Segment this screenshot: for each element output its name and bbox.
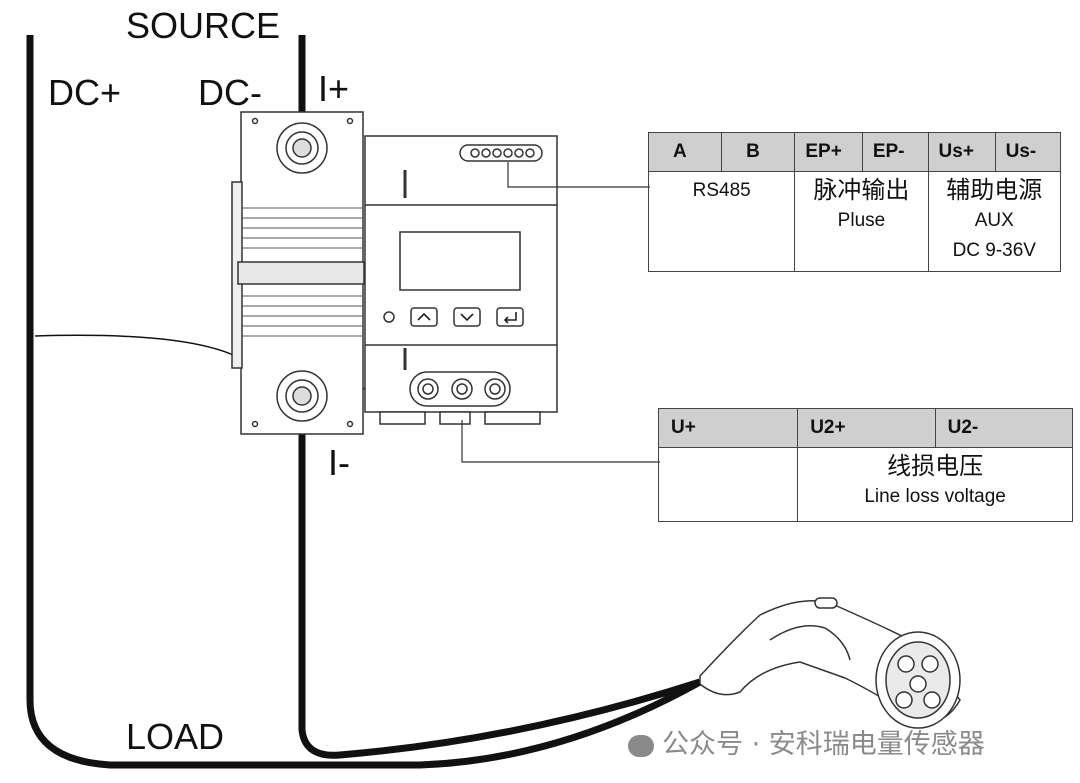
aux-cn-label: 辅助电源 (946, 177, 1043, 204)
watermark-text: 公众号 · 安科瑞电量传感器 (662, 729, 985, 760)
dc-minus-cable-load (298, 405, 702, 759)
dc-plus-label: DC+ (48, 72, 122, 113)
up-button (410, 307, 438, 327)
pulse-cell: 脉冲输出 Pluse (794, 171, 929, 272)
meter-button-icons (417, 312, 517, 324)
pulse-en-label: Pluse (837, 210, 886, 231)
charging-gun (699, 597, 961, 729)
enter-icon (503, 312, 517, 324)
header-u2-minus: U2- (934, 408, 1074, 448)
current-sensor (231, 111, 365, 435)
header-b: B (721, 132, 796, 172)
header-a: A (647, 132, 723, 172)
i-plus-label: I+ (318, 68, 350, 109)
leader-bottom (461, 420, 660, 463)
terminal-table-bottom: U+ U2+ U2- 线损电压 Line loss voltage (657, 408, 1074, 522)
header-ep-plus: EP+ (794, 132, 863, 172)
rs485-cell: RS485 (647, 171, 796, 272)
watermark: 公众号 · 安科瑞电量传感器 (628, 722, 985, 761)
u-plus-body (657, 447, 799, 522)
wechat-icon (628, 734, 654, 757)
header-u-plus: U+ (657, 408, 799, 448)
aux-cell: 辅助电源 AUX DC 9-36V (927, 171, 1062, 272)
meter-body (364, 135, 558, 425)
line-loss-cn-label: 线损电压 (887, 453, 984, 480)
enter-button (496, 307, 524, 327)
up-arrow-icon (417, 312, 431, 321)
down-button (453, 307, 481, 327)
vent-grid (241, 207, 363, 337)
header-us-minus: Us- (994, 132, 1062, 172)
aux-dc-label: DC 9-36V (952, 240, 1036, 261)
aux-en-label: AUX (974, 210, 1014, 231)
source-label: SOURCE (126, 5, 281, 46)
load-label: LOAD (126, 716, 225, 757)
i-minus-label: I- (328, 442, 350, 483)
header-us-plus: Us+ (927, 132, 996, 172)
pulse-cn-label: 脉冲输出 (813, 177, 910, 204)
header-ep-minus: EP- (861, 132, 929, 172)
dc-minus-label: DC- (198, 72, 262, 113)
rs485-label: RS485 (692, 180, 751, 201)
leader-top (507, 162, 650, 188)
dc-plus-cable (26, 35, 702, 769)
line-loss-cell: 线损电压 Line loss voltage (797, 447, 1073, 522)
terminal-table-top: A B EP+ EP- Us+ Us- RS485 脉冲输出 Pluse 辅助电… (647, 132, 1062, 272)
down-arrow-icon (460, 313, 474, 322)
header-u2-plus: U2+ (797, 408, 936, 448)
line-loss-en-label: Line loss voltage (864, 486, 1006, 507)
lcd-display (399, 231, 521, 291)
